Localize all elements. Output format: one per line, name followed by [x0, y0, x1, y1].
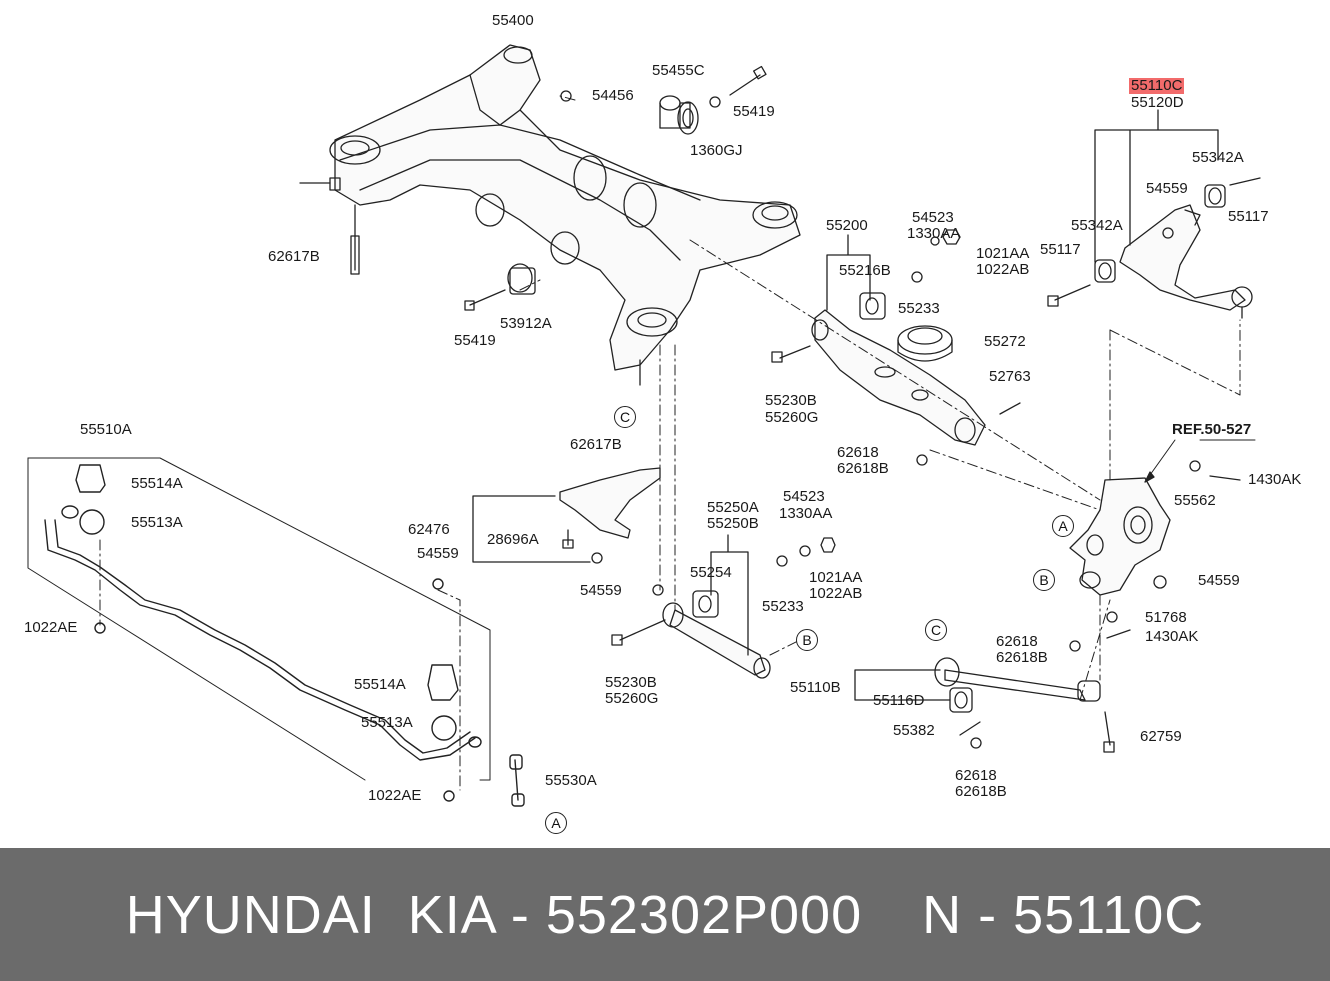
- label-62617b-mid: 62617B: [570, 436, 622, 453]
- diagram-drawing: [27, 44, 1261, 807]
- label-55250a: 55250A: [707, 499, 759, 516]
- label-55514a-upper: 55514A: [131, 475, 183, 492]
- ref-circle-b-knuckle: B: [1033, 569, 1055, 591]
- nut-54456: [560, 90, 572, 102]
- label-55342a-right: 55342A: [1192, 149, 1244, 166]
- label-55110b: 55110B: [790, 679, 841, 696]
- label-1021aa-upper: 1021AA: [976, 245, 1030, 262]
- label-1022ab-upper: 1022AB: [976, 261, 1030, 278]
- label-55513a-lower: 55513A: [361, 714, 413, 731]
- label-55110c: 55110C: [1129, 77, 1185, 94]
- label-62476: 62476: [408, 521, 450, 538]
- subframe-drawing: [299, 44, 801, 386]
- label-62618b-bottom: 62618B: [955, 783, 1007, 800]
- label-55455c: 55455C: [652, 62, 705, 79]
- ref-circle-c-top: C: [614, 406, 636, 428]
- label-54523-lower: 54523: [783, 488, 825, 505]
- label-55272: 55272: [984, 333, 1026, 350]
- label-54559-knuckle: 54559: [1198, 572, 1240, 589]
- label-1360gj: 1360GJ: [690, 142, 743, 159]
- bushing-55455c: [659, 65, 767, 135]
- label-55116d: 55116D: [873, 692, 925, 709]
- upper-arm: [1047, 109, 1261, 319]
- highlighted-part-55110c: 55110C: [1129, 77, 1185, 94]
- lower-arm-55200: [771, 229, 1021, 466]
- label-1022ae-lower: 1022AE: [368, 787, 422, 804]
- label-55419-top: 55419: [733, 103, 775, 120]
- label-55514a-lower: 55514A: [354, 676, 406, 693]
- label-55254: 55254: [690, 564, 732, 581]
- label-ref-50-527[interactable]: REF.50-527: [1172, 421, 1252, 438]
- ref-circle-a-knuckle: A: [1052, 515, 1074, 537]
- label-62618b-mid: 62618B: [837, 460, 889, 477]
- label-54523-upper: 54523: [912, 209, 954, 226]
- label-62618-mid: 62618: [837, 444, 879, 461]
- toe-link-55250a: [611, 534, 836, 679]
- knuckle: [1069, 460, 1241, 639]
- label-52763: 52763: [989, 368, 1031, 385]
- label-54559-upper: 54559: [1146, 180, 1188, 197]
- dashed-leaders: [99, 95, 1241, 791]
- label-55513a-upper: 55513A: [131, 514, 183, 531]
- label-55233-lower: 55233: [762, 598, 804, 615]
- label-55562: 55562: [1174, 492, 1216, 509]
- label-1330aa-lower: 1330AA: [779, 505, 833, 522]
- label-28696a: 28696A: [487, 531, 539, 548]
- lateral-link-55110b: [854, 640, 1115, 753]
- label-55260g-lower: 55260G: [605, 690, 659, 707]
- ref-circle-c-lateral: C: [925, 619, 947, 641]
- label-55530a: 55530A: [545, 772, 597, 789]
- label-62618-lower: 62618: [996, 633, 1038, 650]
- label-55230b-lower: 55230B: [605, 674, 657, 691]
- label-55216b: 55216B: [839, 262, 891, 279]
- parts-diagram: 55400 54456 55455C 55419 1360GJ 55110C 5…: [24, 12, 1302, 834]
- label-51768: 51768: [1145, 609, 1187, 626]
- label-62618b-lower: 62618B: [996, 649, 1048, 666]
- label-62759: 62759: [1140, 728, 1182, 745]
- label-55400: 55400: [492, 12, 534, 29]
- label-55342a-left: 55342A: [1071, 217, 1123, 234]
- banner-brand-part: HYUNDAI KIA - 552302P000: [125, 884, 863, 945]
- ref-arrow: [1144, 439, 1256, 483]
- bracket-62476: [472, 467, 664, 596]
- label-1430ak-upper: 1430AK: [1248, 471, 1302, 488]
- stabilizer-bar: [44, 464, 525, 807]
- label-55200: 55200: [826, 217, 868, 234]
- banner-oem-ref: N - 55110C: [922, 884, 1205, 945]
- label-55230b-upper: 55230B: [765, 392, 817, 409]
- ref-circle-b-link: B: [796, 629, 818, 651]
- label-1430ak-lower: 1430AK: [1145, 628, 1199, 645]
- label-55510a: 55510A: [80, 421, 132, 438]
- label-62617b-top: 62617B: [268, 248, 320, 265]
- label-55250b: 55250B: [707, 515, 759, 532]
- part-number-banner: HYUNDAI KIA - 552302P000 N - 55110C: [0, 848, 1330, 981]
- label-1022ae-upper: 1022AE: [24, 619, 78, 636]
- label-1330aa-upper: 1330AA: [907, 225, 961, 242]
- label-54456: 54456: [592, 87, 634, 104]
- label-1022ab-lower: 1022AB: [809, 585, 863, 602]
- label-54559-mid: 54559: [580, 582, 622, 599]
- banner-text: HYUNDAI KIA - 552302P000 N - 55110C: [126, 884, 1205, 946]
- label-55419-left: 55419: [454, 332, 496, 349]
- label-1021aa-lower: 1021AA: [809, 569, 863, 586]
- label-53912a: 53912A: [500, 315, 552, 332]
- label-54559-left: 54559: [417, 545, 459, 562]
- label-55120d: 55120D: [1131, 94, 1184, 111]
- ref-circle-a-stabilizer: A: [545, 812, 567, 834]
- group-boxes: [27, 457, 491, 781]
- label-62618-bottom: 62618: [955, 767, 997, 784]
- label-55117-right: 55117: [1228, 208, 1269, 225]
- label-55260g-upper: 55260G: [765, 409, 819, 426]
- label-55382: 55382: [893, 722, 935, 739]
- label-55233-upper: 55233: [898, 300, 940, 317]
- label-55117-left: 55117: [1040, 241, 1081, 258]
- bushing-53912a: [464, 263, 536, 311]
